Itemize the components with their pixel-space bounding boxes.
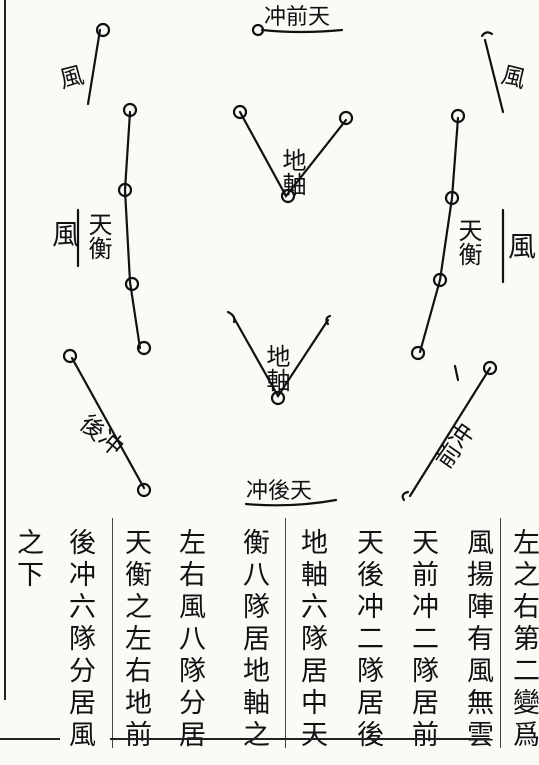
front-chong-line <box>408 366 492 498</box>
tianheng-right-line <box>418 116 460 354</box>
back-chong-label: 後冲 <box>74 409 129 461</box>
wind-ul-staff <box>86 28 102 106</box>
tianheng-left-line <box>123 110 142 350</box>
text-column-5: 地軸六隊居中天 <box>296 528 327 752</box>
wind-label-ul: 風 <box>57 61 87 94</box>
text-column-1: 左之右第二變爲 <box>508 528 539 752</box>
text-column-4: 天後冲二隊居後 <box>352 528 383 752</box>
bottom-banner-line <box>244 498 338 507</box>
top-banner-label: 冲前天 <box>264 5 330 30</box>
tianheng-label-left: 天衡 <box>84 212 112 260</box>
text-column-8: 天衡之左右地前 <box>120 528 151 752</box>
text-column-7: 左右風八隊分居 <box>174 528 205 752</box>
column-divider <box>285 518 286 748</box>
text-column-6: 衡八隊居地軸之 <box>238 528 269 752</box>
top-banner-ring <box>251 23 265 37</box>
dizhou-top-v <box>238 110 348 198</box>
column-divider <box>500 518 501 748</box>
page-border-rule <box>4 0 6 700</box>
wind-label-ur: 風 <box>499 61 529 94</box>
bottom-rule <box>0 738 60 740</box>
formation-diagram: 冲前天 冲後天 風 風 風 風 天衡 天衡 地軸 地軸 後冲 前冲 <box>52 5 536 507</box>
back-chong-line <box>70 356 146 490</box>
wind-ul-ring <box>95 22 111 38</box>
tianheng-label-right: 天衡 <box>454 218 482 266</box>
dizhou-bottom-v <box>232 316 330 399</box>
text-column-10: 之下 <box>12 528 43 592</box>
wind-label-ml: 風 <box>52 218 80 251</box>
dizhou-label-top: 地軸 <box>278 148 306 196</box>
wind-label-mr: 風 <box>508 230 536 263</box>
column-divider <box>112 518 113 748</box>
text-column-2: 風揚陣有風無雲 <box>462 528 493 752</box>
bottom-rule <box>110 738 490 740</box>
dizhou-label-bottom: 地軸 <box>262 344 290 392</box>
front-chong-label: 前冲 <box>430 418 480 473</box>
text-column-9: 後冲六隊分居風 <box>64 528 95 752</box>
text-column-3: 天前冲二隊居前 <box>407 528 438 752</box>
bottom-banner-label: 冲後天 <box>246 479 312 504</box>
wind-ur-staff <box>483 38 505 114</box>
top-banner-line <box>260 28 344 34</box>
